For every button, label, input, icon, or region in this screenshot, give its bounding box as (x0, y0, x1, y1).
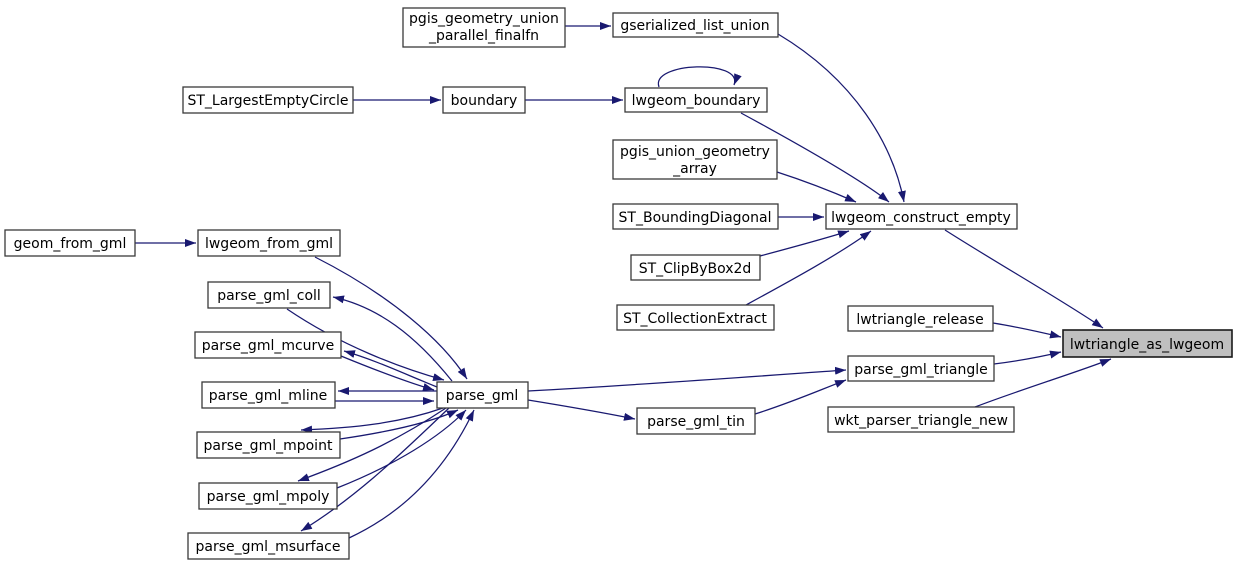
edge-parse-gml-to-parse-gml-mpoly (297, 407, 447, 482)
node-label: lwgeom_boundary (632, 93, 761, 109)
node-box-highlighted (1062, 329, 1233, 358)
node-box (847, 305, 994, 332)
node-label-line2: _array (672, 161, 717, 177)
edge-wkt-parser-triangle-new-to-lwtriangle-as-lwgeom (974, 358, 1112, 408)
edge-pgis-union-geometry-array-to-lwgeom-construct-empty (776, 171, 857, 203)
node-box (612, 203, 779, 230)
node-box (182, 86, 354, 114)
node-gserialized-list-union[interactable]: gserialized_list_union (612, 12, 779, 38)
node-box (442, 86, 526, 114)
node-label: ST_CollectionExtract (623, 311, 767, 327)
node-label: parse_gml_msurface (196, 539, 341, 555)
node-label: lwtriangle_release (856, 312, 983, 328)
node-box (198, 482, 338, 510)
node-parse-gml-tin[interactable]: parse_gml_tin (636, 407, 756, 435)
node-box (4, 229, 136, 257)
node-wkt-parser-triangle-new[interactable]: wkt_parser_triangle_new (827, 406, 1015, 433)
node-label: lwgeom_construct_empty (831, 210, 1011, 226)
node-label: parse_gml_triangle (854, 362, 988, 378)
node-label: parse_gml_mline (209, 388, 327, 404)
node-box (616, 304, 775, 331)
node-st-collectionextract[interactable]: ST_CollectionExtract (616, 304, 775, 331)
node-box (194, 331, 342, 359)
node-box (207, 281, 331, 309)
node-label-line1: pgis_union_geometry (620, 144, 770, 160)
edge-parse-gml-mcurve-to-parse-gml (340, 355, 435, 391)
node-label-line2: _parallel_finalfn (428, 28, 539, 44)
node-box (825, 203, 1018, 230)
edge-st-clipbybox2d-to-lwgeom-construct-empty (759, 230, 850, 257)
node-box (187, 532, 350, 560)
node-box (847, 355, 995, 382)
node-label: parse_gml_mcurve (202, 338, 334, 354)
node-st-boundingdiagonal[interactable]: ST_BoundingDiagonal (612, 203, 779, 230)
node-box (196, 431, 341, 459)
node-box (197, 229, 341, 257)
node-box (201, 381, 336, 409)
node-box (630, 254, 761, 281)
node-parse-gml-msurface[interactable]: parse_gml_msurface (187, 532, 350, 560)
edge-lwgeom-construct-empty-to-lwtriangle-as-lwgeom (944, 229, 1104, 329)
node-lwtriangle-as-lwgeom[interactable]: lwtriangle_as_lwgeom (1062, 329, 1233, 358)
edge-parse-gml-to-parse-gml-coll (332, 295, 453, 382)
node-label: ST_BoundingDiagonal (619, 210, 772, 226)
node-pgis-union-geometry-array[interactable]: pgis_union_geometry _array (612, 139, 778, 180)
node-parse-gml[interactable]: parse_gml (436, 381, 529, 409)
edge-parse-gml-coll-to-parse-gml (286, 308, 445, 381)
node-pgis-geometry-union-parallel-finalfn[interactable]: pgis_geometry_union _parallel_finalfn (402, 7, 566, 48)
node-box (827, 406, 1015, 433)
edge-parse-gml-to-parse-gml-tin (527, 399, 636, 421)
edge-lwgeom-from-gml-to-parse-gml (314, 256, 468, 380)
edge-lwgeom-boundary-self-loop (658, 66, 742, 88)
edge-parse-gml-mpoly-to-parse-gml (336, 409, 467, 489)
node-parse-gml-mpoint[interactable]: parse_gml_mpoint (196, 431, 341, 459)
edge-parse-gml-to-parse-gml-triangle (527, 366, 847, 392)
node-parse-gml-coll[interactable]: parse_gml_coll (207, 281, 331, 309)
node-lwgeom-from-gml[interactable]: lwgeom_from_gml (197, 229, 341, 257)
edge-parse-gml-to-parse-gml-mcurve (343, 350, 438, 388)
node-label: parse_gml_coll (217, 288, 321, 304)
node-parse-gml-triangle[interactable]: parse_gml_triangle (847, 355, 995, 382)
node-label: lwtriangle_as_lwgeom (1070, 337, 1224, 353)
node-box (624, 87, 768, 113)
edge-parse-gml-to-parse-gml-msurface (300, 407, 450, 532)
node-lwgeom-construct-empty[interactable]: lwgeom_construct_empty (825, 203, 1018, 230)
node-lwtriangle-release[interactable]: lwtriangle_release (847, 305, 994, 332)
node-st-clipbybox2d[interactable]: ST_ClipByBox2d (630, 254, 761, 281)
node-lwgeom-boundary[interactable]: lwgeom_boundary (624, 87, 768, 113)
edge-lwtriangle-release-to-lwtriangle-as-lwgeom (992, 322, 1062, 339)
node-label: geom_from_gml (14, 236, 127, 252)
node-label: parse_gml (446, 388, 519, 404)
node-box (402, 7, 566, 48)
node-box (612, 139, 778, 180)
edge-gserialized-list-union-to-lwgeom-construct-empty (777, 33, 906, 203)
node-label: parse_gml_tin (647, 414, 745, 430)
node-st-largestemptycircle[interactable]: ST_LargestEmptyCircle (182, 86, 354, 114)
edge-parse-gml-tin-to-parse-gml-triangle (754, 379, 847, 415)
node-label: gserialized_list_union (620, 18, 769, 34)
edge-parse-gml-to-parse-gml-mpoint (300, 407, 444, 434)
edge-parse-gml-triangle-to-lwtriangle-as-lwgeom (993, 350, 1062, 365)
node-label: boundary (451, 93, 518, 109)
node-box (636, 407, 756, 435)
node-parse-gml-mpoly[interactable]: parse_gml_mpoly (198, 482, 338, 510)
node-label: lwgeom_from_gml (205, 236, 333, 252)
node-boundary[interactable]: boundary (442, 86, 526, 114)
edge-st-collectionextract-to-lwgeom-construct-empty (745, 230, 872, 306)
node-label: ST_ClipByBox2d (639, 261, 752, 277)
node-box (436, 381, 529, 409)
node-parse-gml-mcurve[interactable]: parse_gml_mcurve (194, 331, 342, 359)
node-label: ST_LargestEmptyCircle (187, 93, 348, 109)
node-geom-from-gml[interactable]: geom_from_gml (4, 229, 136, 257)
node-label: parse_gml_mpoly (207, 489, 330, 505)
node-label-line1: pgis_geometry_union (409, 11, 559, 27)
edge-parse-gml-msurface-to-parse-gml (348, 409, 475, 539)
edge-lwgeom-boundary-to-lwgeom-construct-empty (740, 112, 890, 203)
edge-parse-gml-mpoint-to-parse-gml (339, 409, 459, 440)
node-box (612, 12, 779, 38)
node-label: parse_gml_mpoint (204, 438, 333, 454)
node-parse-gml-mline[interactable]: parse_gml_mline (201, 381, 336, 409)
node-label: wkt_parser_triangle_new (834, 413, 1008, 429)
